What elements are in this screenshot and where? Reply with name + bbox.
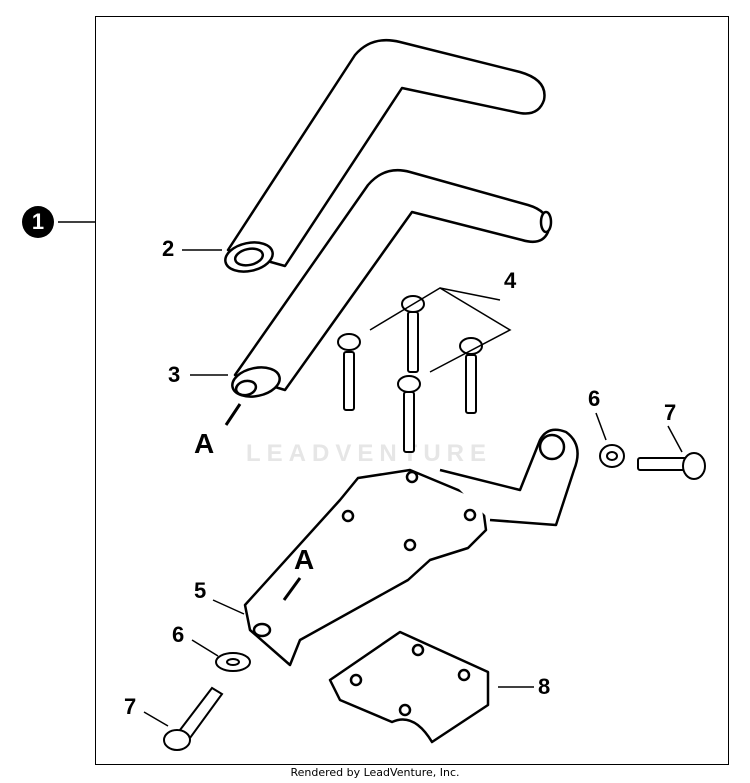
bolt-left <box>163 686 224 751</box>
callout-4: 4 <box>504 268 517 293</box>
handle-tube-lower <box>231 168 553 398</box>
callout-7-right: 7 <box>664 400 677 425</box>
leader-lines <box>143 249 683 727</box>
assembly-badge: 1 <box>22 206 54 238</box>
callout-8: 8 <box>538 674 551 699</box>
callout-6-left: 6 <box>172 622 185 647</box>
reference-a-upper: A <box>194 428 215 459</box>
callout-2: 2 <box>162 236 175 261</box>
assembly-frame <box>95 16 729 765</box>
screws-leader <box>369 287 512 373</box>
reference-a-lower: A <box>294 544 315 575</box>
footer-credit: Rendered by LeadVenture, Inc. <box>290 766 460 779</box>
callout-5: 5 <box>194 578 207 603</box>
callout-7-left: 7 <box>124 694 137 719</box>
washer-left <box>215 652 251 672</box>
washer-right <box>599 444 625 468</box>
bracket <box>243 428 579 667</box>
watermark: LEADVENTURE <box>246 440 493 467</box>
callout-6-right: 6 <box>588 386 601 411</box>
bolt-right <box>637 452 706 480</box>
handle-tube-upper <box>224 38 546 273</box>
screws-set <box>337 295 483 453</box>
clamp <box>328 630 490 744</box>
callout-3: 3 <box>168 362 181 387</box>
